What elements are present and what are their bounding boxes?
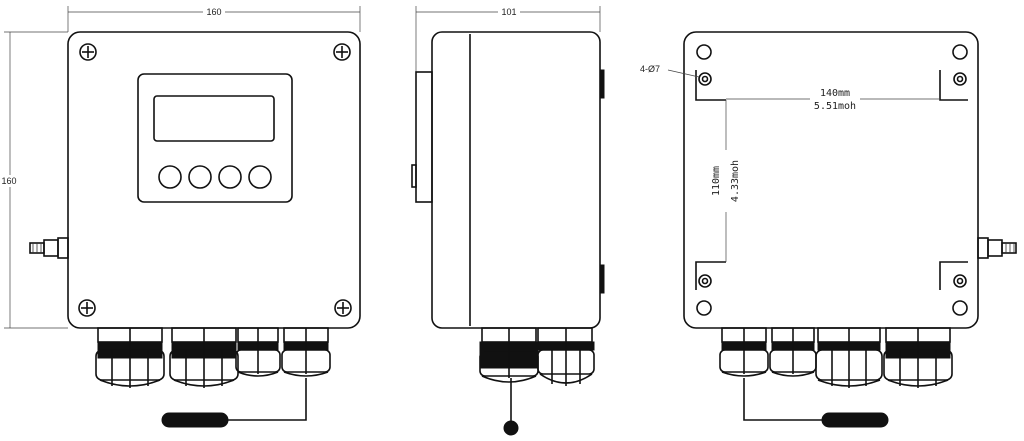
side-connector-icon (29, 237, 69, 259)
cable-gland-icon (95, 327, 165, 388)
height-label-bg (0, 175, 20, 187)
depth-label: 101 (501, 7, 516, 17)
probe-cable (743, 378, 824, 421)
front-view: 160 160 (0, 6, 361, 428)
side-hinge (599, 69, 605, 99)
cable-gland-icon (281, 327, 331, 377)
horizontal-spacing-inch: 5.51moh (814, 101, 856, 112)
cable-gland-icon (169, 327, 239, 388)
mounting-hole-icon (695, 261, 726, 290)
screw-icon (79, 43, 97, 61)
cable-gland-icon (719, 327, 769, 377)
cable-gland-icon (479, 327, 539, 383)
panel-button (248, 165, 272, 189)
corner-hole (696, 44, 712, 60)
probe-sensor (821, 412, 889, 428)
cable-gland-icon (815, 327, 883, 388)
side-connector-icon (977, 237, 1017, 259)
hole-leader-line (667, 69, 700, 78)
panel-button (158, 165, 182, 189)
vertical-label-bg (704, 150, 744, 212)
corner-hole (952, 44, 968, 60)
screw-icon (333, 43, 351, 61)
horizontal-label-bg (810, 86, 860, 112)
screw-icon (334, 299, 352, 317)
screw-icon (78, 299, 96, 317)
back-view: 4-Ø7 140mm 5.51moh 110mm 4.33moh (640, 31, 1017, 428)
cable-gland-icon (537, 327, 595, 386)
depth-label-bg (498, 6, 520, 18)
corner-hole (696, 300, 712, 316)
probe-sensor (161, 412, 229, 428)
corner-hole (952, 300, 968, 316)
cable-gland-icon (769, 327, 817, 377)
vertical-spacing-mm: 110mm (711, 166, 722, 196)
hole-spec-label: 4-Ø7 (640, 64, 660, 74)
panel-button (218, 165, 242, 189)
panel-button (188, 165, 212, 189)
front-enclosure (67, 31, 361, 329)
mounting-hole-icon (695, 70, 726, 101)
side-latch (411, 164, 417, 188)
side-view: 101 (411, 6, 605, 436)
side-hinge (599, 264, 605, 294)
vertical-spacing-inch: 4.33moh (730, 160, 741, 202)
probe-sensor (503, 420, 519, 436)
side-enclosure (431, 31, 601, 329)
cable-gland-icon (235, 327, 281, 377)
probe-cable (226, 378, 307, 421)
lcd-display (153, 95, 275, 142)
mounting-hole-icon (939, 261, 968, 290)
width-label-bg (203, 6, 225, 18)
horizontal-spacing-mm: 140mm (820, 88, 850, 99)
mounting-hole-icon (939, 70, 968, 101)
height-label: 160 (1, 176, 16, 186)
control-panel (137, 73, 293, 203)
cable-gland-icon (883, 327, 953, 388)
side-panel-bezel (415, 71, 433, 203)
width-label: 160 (206, 7, 221, 17)
